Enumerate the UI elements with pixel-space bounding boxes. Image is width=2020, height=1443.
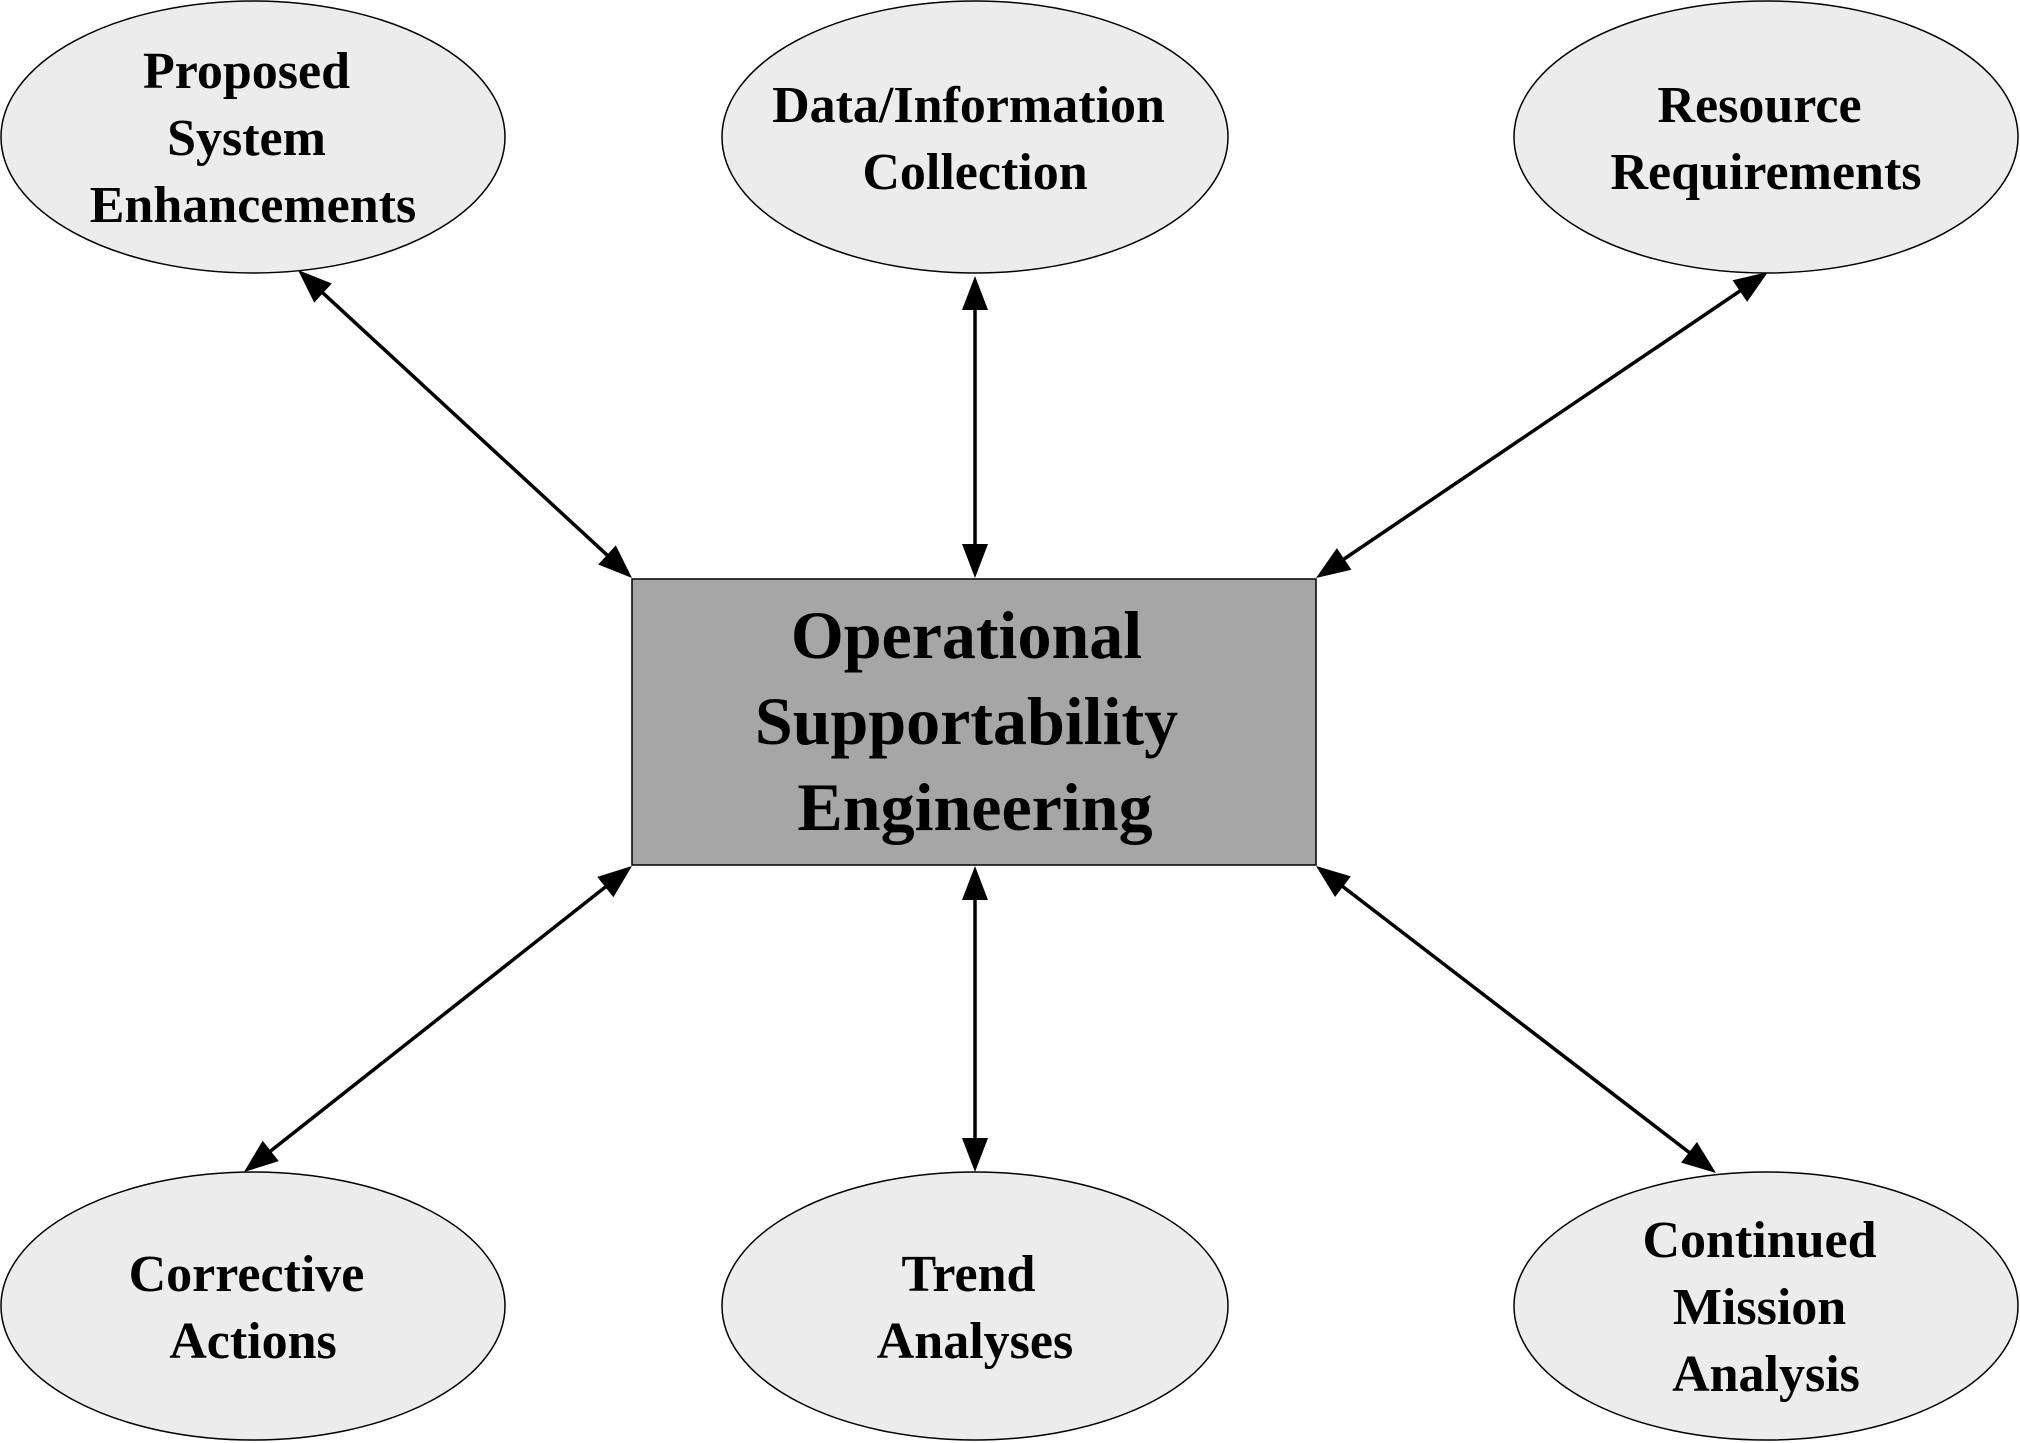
arrow-center-to-continued-mission-analysis	[1336, 881, 1696, 1158]
arrow-center-to-proposed-system-enhancements	[316, 287, 614, 561]
node-ellipse	[1513, 0, 2019, 274]
node-label: Data/Information Collection	[772, 77, 1178, 201]
node-label-line: Enhancements	[90, 177, 416, 234]
node-ellipse	[1513, 1171, 2019, 1441]
node-label: Corrective Actions	[129, 1246, 378, 1370]
node-label-line: Analyses	[877, 1313, 1073, 1370]
node-label-line: Actions	[169, 1313, 337, 1370]
node-label-line: Proposed	[143, 43, 350, 100]
connectors	[244, 270, 1768, 1173]
node-continued-mission-analysis: Continued Mission Analysis	[1513, 1171, 2019, 1441]
arrowhead-outer	[244, 1140, 279, 1172]
node-label-line: Continued	[1642, 1212, 1876, 1269]
arrowhead-inner	[598, 545, 632, 578]
node-data-information-collection: Data/Information Collection	[721, 0, 1229, 274]
center-node: Operational Supportability Engineering	[631, 578, 1317, 866]
node-proposed-system-enhancements: Proposed System Enhancements	[0, 0, 506, 274]
arrow-center-to-resource-requirements	[1337, 285, 1747, 565]
arrowhead-inner	[962, 544, 988, 578]
node-label-line: Requirements	[1610, 144, 1921, 201]
node-trend-analyses: Trend Analyses	[721, 1171, 1229, 1441]
arrowhead-inner	[962, 866, 988, 900]
arrowhead-outer	[1681, 1141, 1716, 1173]
arrowhead-inner	[1316, 866, 1351, 898]
arrowhead-inner	[1316, 548, 1352, 578]
node-label: Trend Analyses	[877, 1246, 1073, 1370]
node-resource-requirements: Resource Requirements	[1513, 0, 2019, 274]
center-label: Operational Supportability Engineering	[755, 597, 1195, 845]
node-label-line: Resource	[1657, 77, 1861, 134]
center-label-line: Engineering	[797, 769, 1152, 845]
node-label-line: Analysis	[1672, 1346, 1860, 1403]
node-label-line: Mission	[1673, 1279, 1846, 1336]
arrowhead-outer	[962, 276, 988, 310]
arrowhead-outer	[298, 270, 332, 303]
node-corrective-actions: Corrective Actions	[0, 1171, 506, 1441]
node-ellipse	[0, 0, 506, 274]
node-ellipse	[721, 0, 1229, 274]
center-label-line: Operational	[791, 597, 1142, 673]
node-ellipse	[0, 1171, 506, 1441]
node-label-line: Collection	[862, 144, 1087, 201]
center-box	[631, 578, 1317, 866]
arrow-center-to-corrective-actions	[264, 881, 612, 1157]
center-label-line: Supportability	[755, 683, 1178, 759]
node-label-line: Data/Information	[772, 77, 1165, 134]
node-label: Proposed System Enhancements	[90, 43, 416, 234]
arrowhead-outer	[962, 1138, 988, 1172]
node-ellipse	[721, 1171, 1229, 1441]
node-label-line: Trend	[902, 1246, 1036, 1303]
node-label: Continued Mission Analysis	[1642, 1212, 1889, 1403]
node-label-line: Corrective	[129, 1246, 365, 1303]
arrowhead-outer	[1732, 272, 1768, 302]
node-label-line: System	[167, 110, 326, 167]
arrowhead-inner	[597, 866, 632, 898]
node-label: Resource Requirements	[1610, 77, 1921, 201]
